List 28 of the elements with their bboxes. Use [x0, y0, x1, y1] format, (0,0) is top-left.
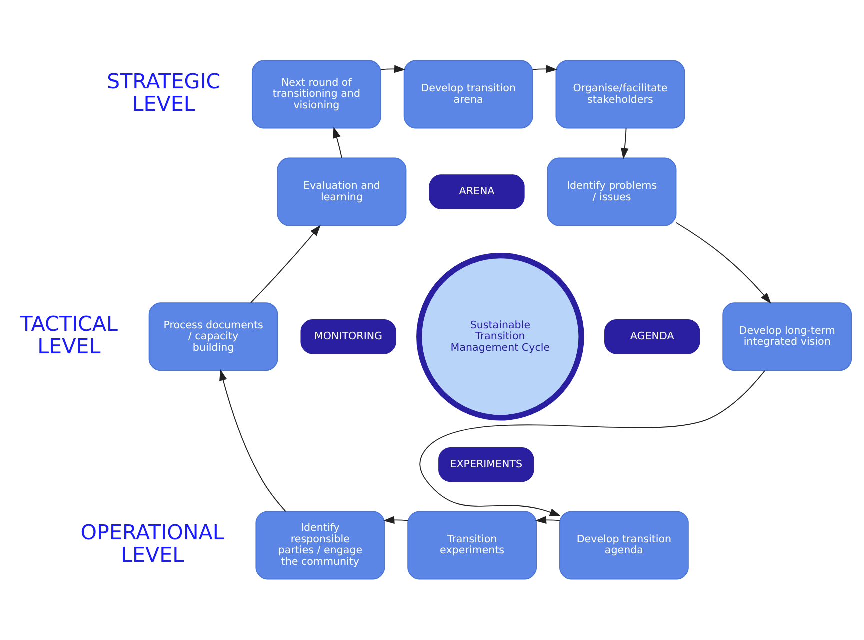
node-box: Identify responsible parties / engage the community — [256, 511, 386, 580]
node-box: Develop transition agenda — [560, 511, 689, 580]
arrow — [535, 516, 560, 524]
node-box: Transition experiments — [408, 511, 538, 580]
node-box: Develop long-term integrated vision — [722, 302, 852, 372]
arrow — [420, 370, 766, 516]
arrow — [620, 128, 629, 160]
node-box: Evaluation and learning — [277, 158, 407, 226]
node-box: Develop transition arena — [404, 60, 534, 129]
node-box: MONITORING — [300, 320, 396, 354]
arrow — [532, 65, 558, 74]
node-box: Organise/facilitate stakeholders — [556, 60, 686, 129]
arrow — [333, 126, 342, 159]
node-box: Identify problems / issues — [547, 158, 677, 226]
node-box: Next round of transitioning and visioning — [252, 60, 382, 129]
arrow — [676, 222, 772, 304]
label: TACTICAL LEVEL — [20, 312, 118, 358]
node-box: Process documents / capacity building — [148, 302, 278, 372]
node-box: ARENA — [429, 174, 525, 210]
arrow — [220, 370, 286, 512]
label: STRATEGIC LEVEL — [106, 70, 221, 116]
arrow — [250, 225, 321, 304]
node-box: AGENDA — [604, 320, 700, 354]
node-box: EXPERIMENTS — [438, 448, 534, 482]
arrow — [380, 65, 406, 74]
arrow — [383, 516, 409, 524]
node-circle: Sustainable Transition Management Cycle — [416, 252, 584, 421]
label: OPERATIONAL LEVEL — [80, 520, 224, 567]
